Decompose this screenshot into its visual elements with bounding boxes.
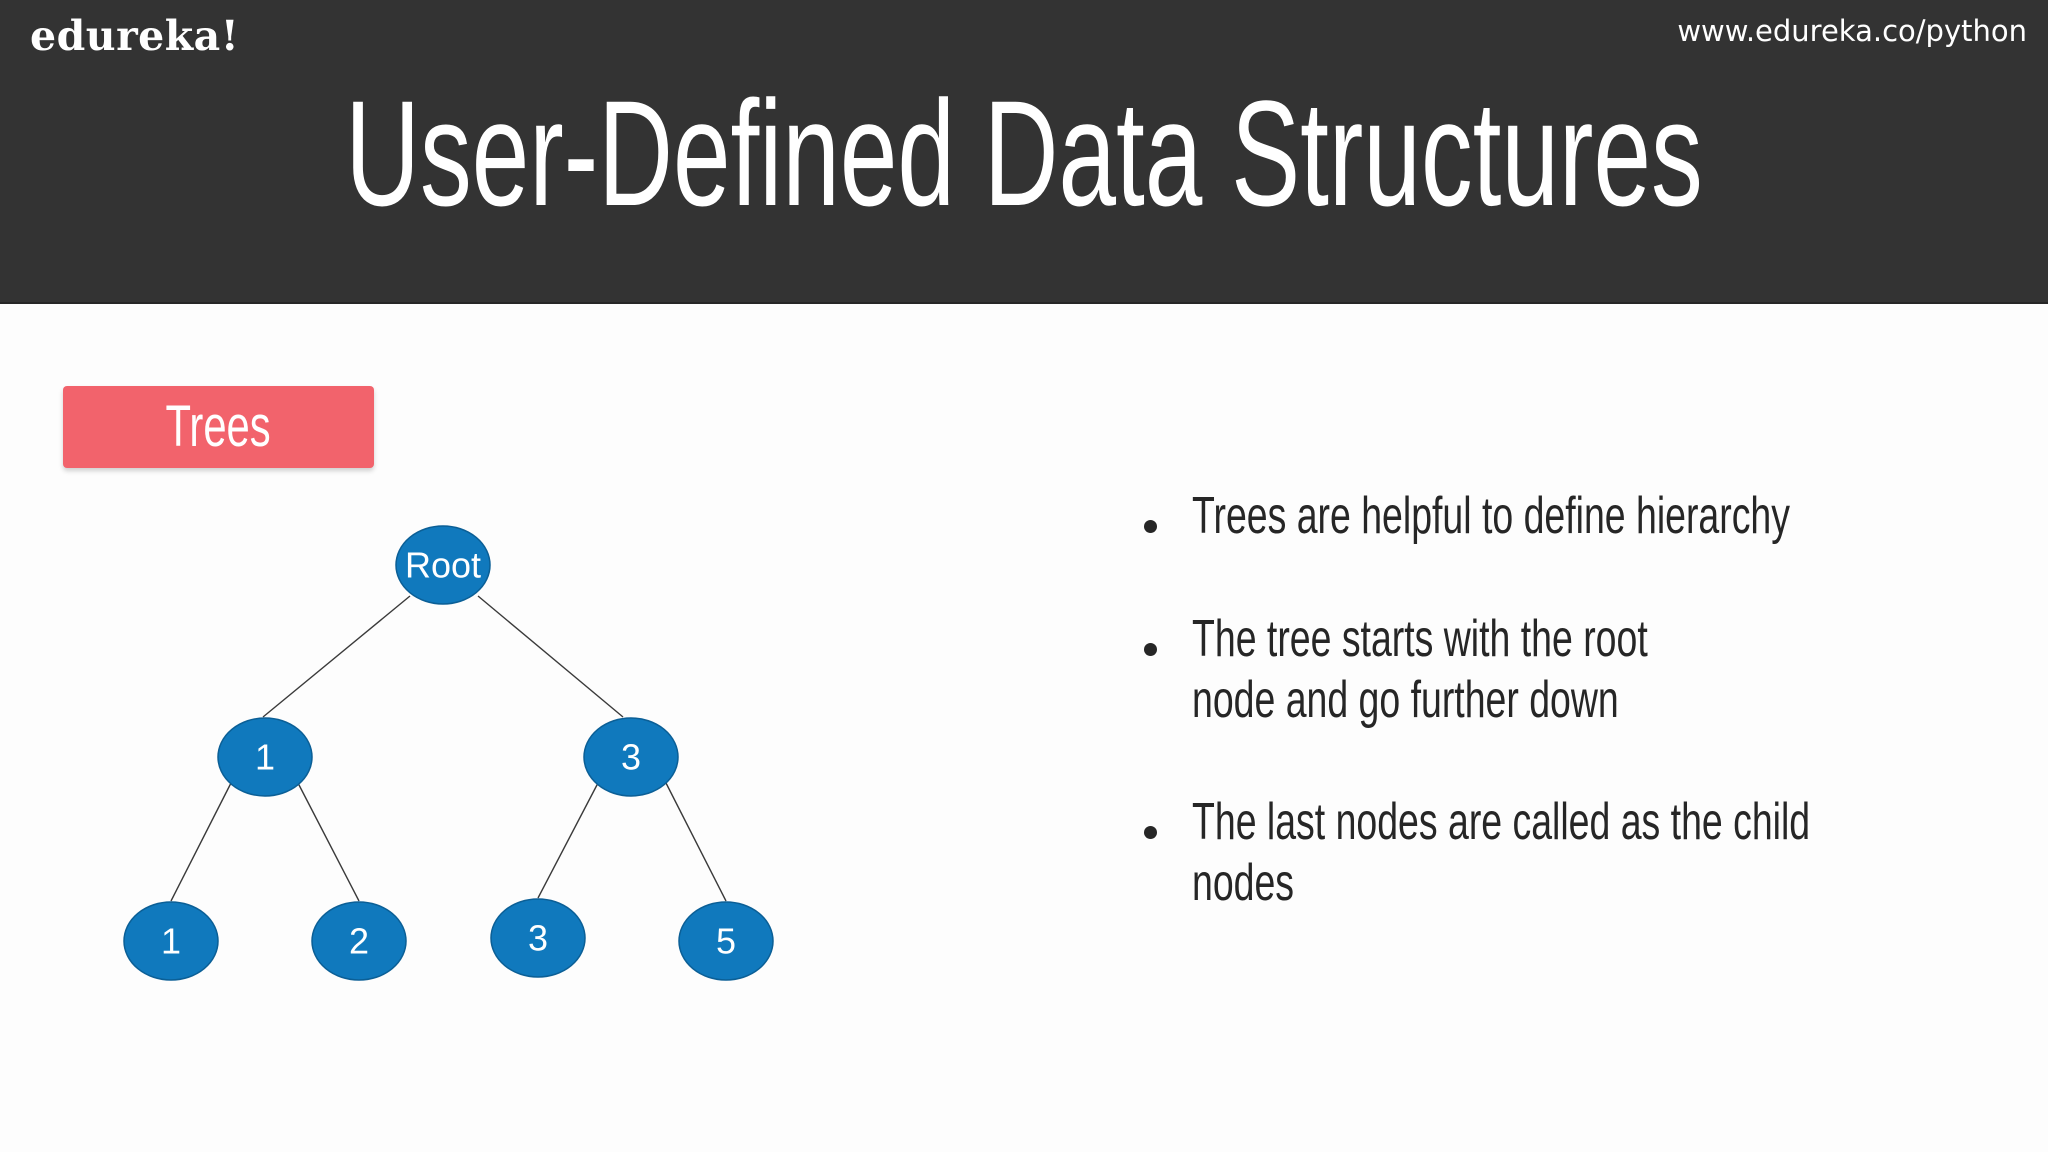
- tree-node-label: 1: [255, 737, 275, 778]
- edge-1-to-2: [297, 782, 360, 902]
- tree-node-label: 3: [621, 737, 641, 778]
- section-tag-label: Trees: [165, 394, 272, 459]
- bullet-dot: [1144, 520, 1157, 533]
- bullet-text: The last nodes are called as the child n…: [1192, 793, 1811, 912]
- tree-node-level1: 1: [217, 717, 313, 797]
- edge-3-to-3: [537, 782, 599, 899]
- tree-node-root-label: Root: [405, 545, 481, 586]
- bullet-text: Trees are helpful to define hierarchy: [1192, 487, 1790, 545]
- tree-node-leaf: 2: [311, 901, 407, 981]
- bullet-dot: [1144, 826, 1157, 839]
- edge-1-to-1: [170, 782, 232, 902]
- tree-diagram: Root 1 3 1 2 3 5: [123, 525, 774, 981]
- edge-3-to-5: [665, 782, 727, 902]
- edge-root-to-1: [262, 595, 411, 718]
- site-url: www.edureka.co/python: [1677, 14, 2027, 48]
- slide-title: User-Defined Data Structures: [345, 69, 1703, 237]
- tree-node-leaf: 3: [490, 898, 586, 978]
- tree-node-label: 2: [349, 921, 369, 962]
- bullet-dot: [1144, 643, 1157, 656]
- tree-node-level1: 3: [583, 717, 679, 797]
- edge-root-to-3: [477, 595, 624, 718]
- bullet-text: The tree starts with the root node and g…: [1192, 610, 1648, 729]
- tree-node-label: 5: [716, 921, 736, 962]
- section-tag: Trees: [63, 386, 374, 468]
- tree-node-label: 1: [161, 921, 181, 962]
- tree-node-leaf: 5: [678, 901, 774, 981]
- tree-node-leaf: 1: [123, 901, 219, 981]
- edureka-logo: edureka!: [30, 12, 240, 60]
- tree-node-root: Root: [395, 525, 491, 605]
- tree-node-label: 3: [528, 918, 548, 959]
- slide-header: edureka! www.edureka.co/python User-Defi…: [0, 0, 2048, 304]
